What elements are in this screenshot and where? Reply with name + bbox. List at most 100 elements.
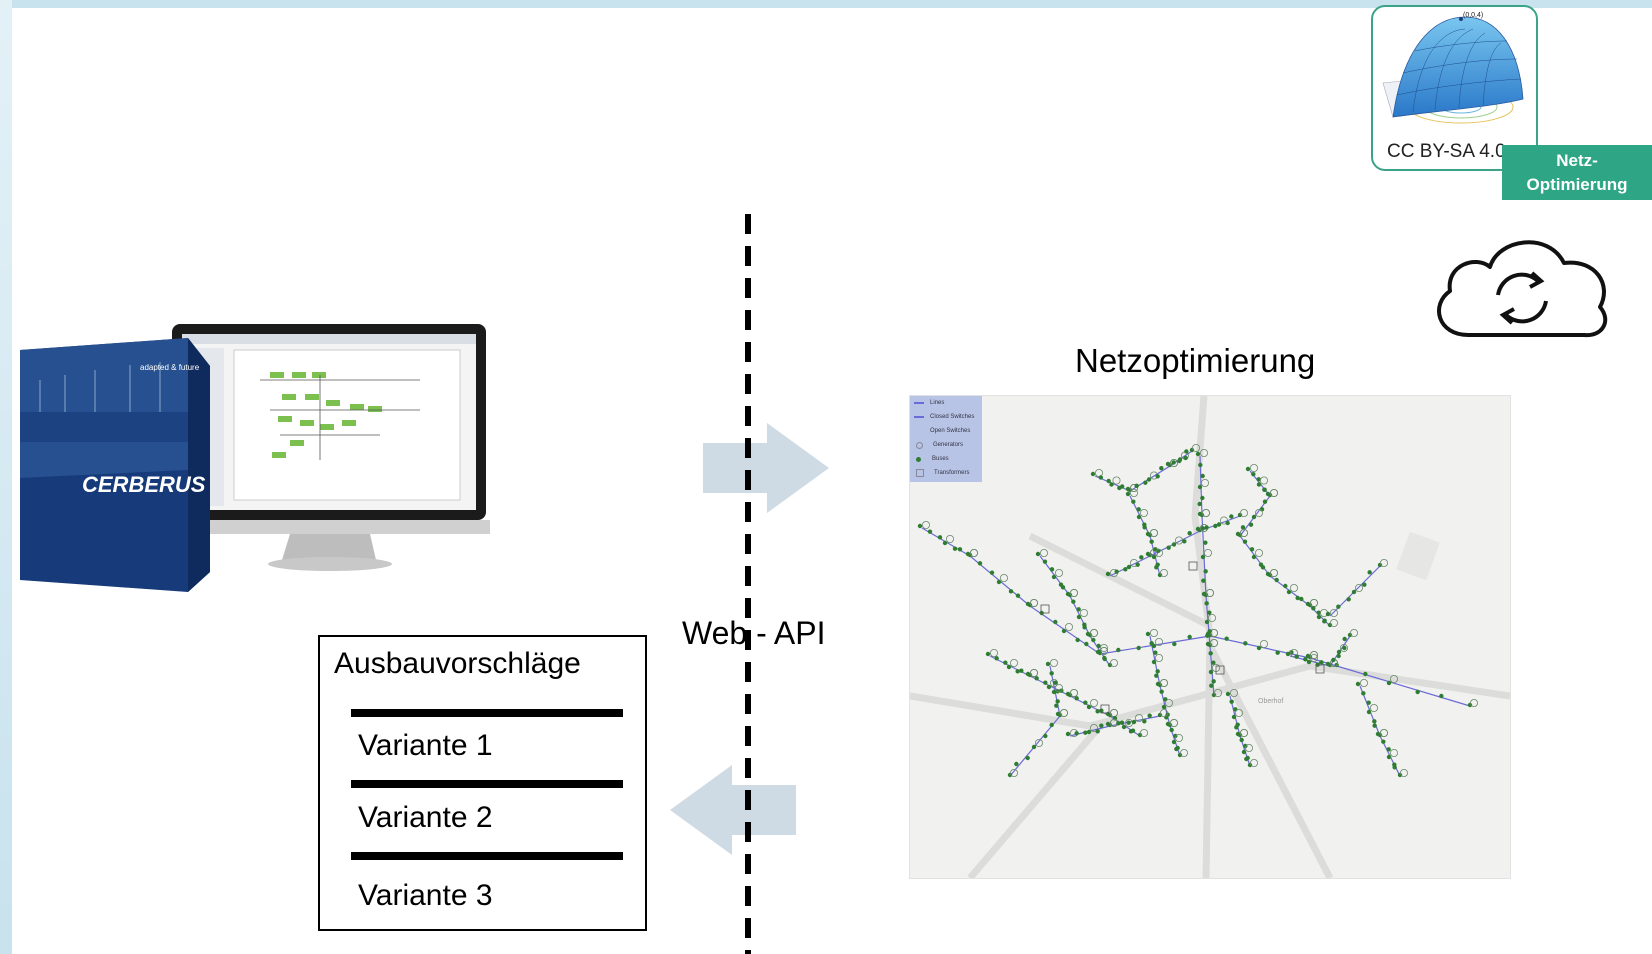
generator-node: [990, 648, 999, 657]
bus-node: [1467, 702, 1473, 708]
bus-node: [1303, 657, 1308, 662]
bus-node: [1235, 731, 1241, 737]
bus-node: [1121, 724, 1127, 730]
bus-node: [1153, 547, 1158, 552]
bus-node: [1262, 487, 1267, 493]
bus-node: [1075, 637, 1080, 643]
generator-node: [1089, 723, 1098, 732]
bus-node: [1014, 761, 1019, 767]
bus-node: [1225, 691, 1231, 697]
bus-node: [1299, 596, 1304, 602]
generator-node: [1179, 748, 1188, 757]
bus-node: [1107, 662, 1113, 668]
generator-node: [1199, 449, 1208, 458]
generator-node: [1069, 588, 1078, 597]
bus-node: [1157, 572, 1163, 578]
generator-node: [1249, 464, 1258, 473]
bus-node: [1260, 565, 1266, 570]
bus-node: [1377, 562, 1383, 568]
bus-node: [1205, 633, 1210, 638]
bus-node: [1074, 696, 1079, 701]
bus-node: [1055, 699, 1060, 704]
bus-node: [1235, 531, 1241, 537]
bus-node: [1034, 676, 1039, 681]
bus-node: [994, 656, 999, 661]
bus-node: [1346, 597, 1351, 602]
generator-node: [1129, 484, 1138, 493]
bus-node: [1149, 641, 1154, 646]
bus-node: [1207, 610, 1212, 615]
bus-node: [1008, 589, 1014, 594]
generator-node: [1329, 618, 1338, 627]
box-tag: adapted & future: [140, 363, 200, 372]
optimization-logo-card: (0,0,4) CC BY-SA 4.0: [1371, 5, 1538, 171]
bus-node: [1035, 551, 1041, 557]
bus-node: [1143, 480, 1148, 485]
generator-node: [1234, 708, 1243, 717]
bus-node: [1155, 681, 1161, 687]
bus-node: [1153, 650, 1158, 655]
bus-node: [1200, 554, 1206, 560]
generator-node: [1399, 768, 1408, 777]
generator-node: [1309, 650, 1318, 659]
bus-node: [957, 547, 963, 552]
bus-node: [1145, 531, 1151, 537]
generator-node: [1203, 548, 1212, 557]
bus-node: [1173, 733, 1178, 739]
bus-node: [1362, 582, 1367, 587]
bus-node: [1286, 589, 1292, 595]
generator-node: [1239, 728, 1248, 737]
bus-node: [1372, 723, 1377, 728]
generator-node: [1049, 678, 1058, 687]
generator-node: [1049, 658, 1058, 667]
bus-node: [1126, 720, 1131, 725]
bus-node: [1172, 641, 1177, 647]
generator-node: [1054, 568, 1063, 577]
bus-node: [1096, 649, 1102, 655]
transformer-node: [1215, 665, 1225, 675]
generator-node: [1379, 558, 1388, 567]
generator-node: [1089, 698, 1098, 707]
bus-node: [1165, 461, 1171, 467]
bus-node: [1208, 669, 1214, 675]
bus-node: [1245, 466, 1251, 472]
generator-node: [1259, 639, 1268, 648]
generator-node: [1369, 703, 1378, 712]
bus-node: [1051, 574, 1057, 580]
bus-node: [1136, 645, 1141, 651]
bus-node: [1207, 629, 1212, 634]
bus-node: [1119, 484, 1125, 489]
bus-node: [1259, 507, 1265, 512]
bus-node: [1163, 697, 1168, 702]
map-place-label: Oberhof: [1258, 698, 1284, 705]
bus-node: [1086, 704, 1092, 710]
bus-node: [1095, 729, 1100, 734]
bus-node: [1061, 628, 1067, 634]
cloud-sync-icon: [1437, 240, 1608, 338]
generator-node: [1129, 489, 1138, 498]
bus-node: [1397, 772, 1403, 778]
generator-node: [1139, 509, 1148, 518]
generator-node: [1099, 643, 1108, 652]
variant-2: Variante 2: [358, 801, 493, 834]
generator-node: [1109, 658, 1118, 667]
bus-node: [1386, 747, 1391, 752]
bus-node: [1195, 526, 1201, 532]
bus-node: [1015, 669, 1020, 674]
generator-node: [1191, 444, 1200, 453]
bus-node: [1125, 486, 1131, 492]
generator-node: [1249, 758, 1258, 767]
bus-node: [1025, 601, 1031, 607]
bus-node: [1006, 664, 1012, 670]
bus-node: [1336, 649, 1342, 655]
bus-node: [1165, 721, 1171, 727]
generator-node: [1030, 668, 1039, 677]
bus-node: [1145, 551, 1151, 557]
bus-node: [1229, 514, 1234, 519]
bus-node: [1366, 709, 1372, 715]
generator-node: [1205, 588, 1214, 597]
generator-node: [1289, 583, 1298, 592]
bus-node: [1015, 593, 1021, 598]
bus-node: [1007, 772, 1013, 778]
generator-node: [1207, 613, 1216, 622]
